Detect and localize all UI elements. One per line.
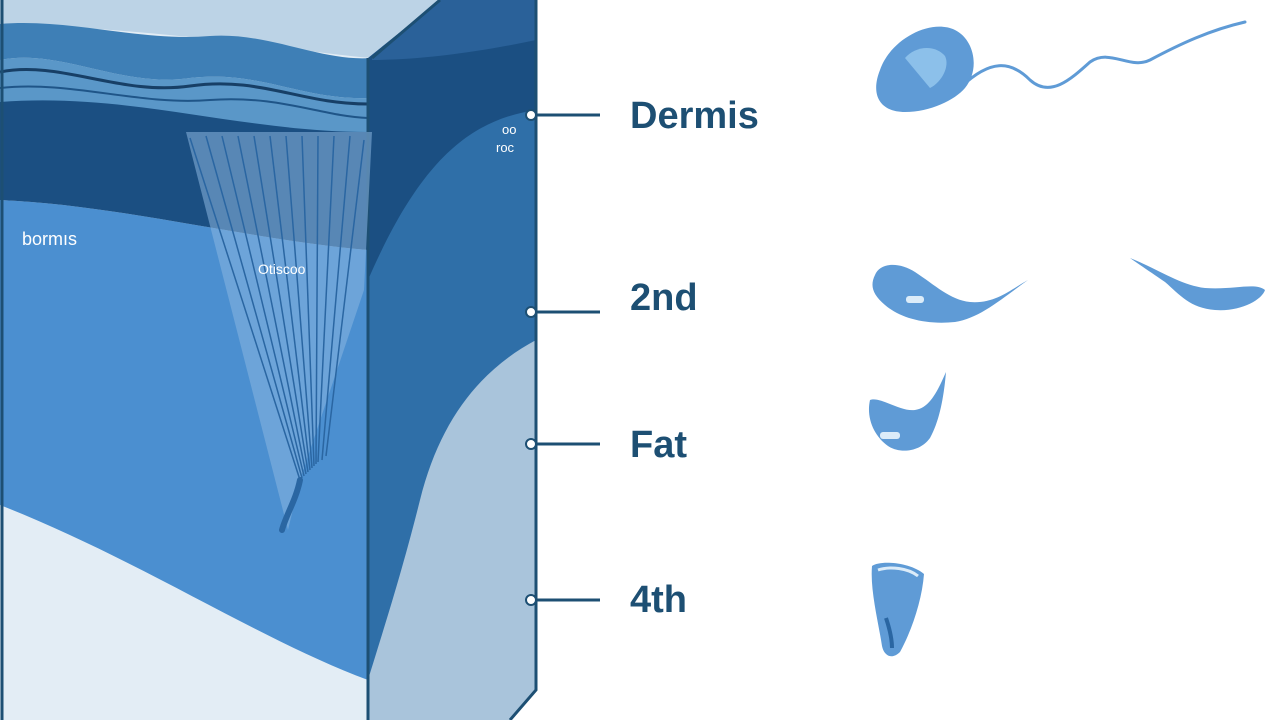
block-top-surface [0, 0, 440, 58]
label-text: Fat [630, 424, 687, 466]
block-center-label: Otiscoo [258, 261, 306, 277]
block-right-label-1: oo [502, 122, 516, 137]
label-text: 4th [630, 579, 687, 621]
cone-glyph-icon [871, 562, 924, 657]
leader-dot [525, 306, 537, 318]
label-2nd: 2nd [525, 277, 698, 319]
block-outline [0, 0, 538, 720]
leader-dot [525, 438, 537, 450]
wavy-line-1 [0, 68, 369, 106]
follicle-cone [186, 132, 372, 533]
label-dermis: Dermis [525, 95, 759, 137]
block-side-top [372, 0, 536, 60]
label-text: Dermis [630, 95, 759, 137]
label-text: 2nd [630, 277, 698, 319]
block-side-dark [368, 0, 536, 280]
wavy-line-2 [0, 85, 369, 119]
layer-epidermis-upper [0, 23, 372, 99]
label-fat: Fat [525, 424, 687, 466]
drop-glyph-icon [872, 264, 1028, 323]
block-side-mid [368, 110, 536, 680]
cup-glyph-icon [868, 372, 946, 451]
label-4th: 4th [525, 579, 687, 621]
leader-dot [525, 109, 537, 121]
leader-dot [525, 594, 537, 606]
skin-block: bormıs Otiscoo oo roc [0, 0, 538, 720]
wisp-glyph-icon [1130, 258, 1265, 311]
block-left-label: bormıs [22, 229, 77, 249]
block-right-label-2: roc [496, 140, 515, 155]
layer-epidermis-lower [0, 57, 368, 132]
sperm-like-glyph-icon [876, 20, 1247, 112]
